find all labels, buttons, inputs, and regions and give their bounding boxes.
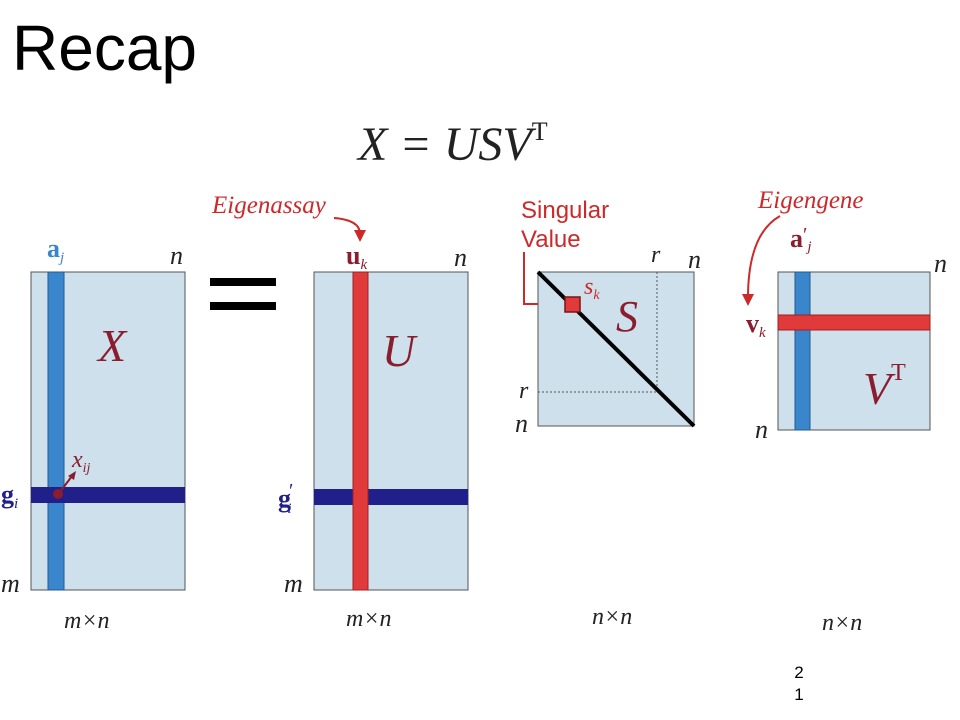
matrix-u-size: m×n <box>346 606 392 632</box>
matrix-vt-row-label: vk <box>746 309 766 341</box>
matrix-s-rank-top: r <box>651 242 661 268</box>
matrix-vt-callout-arrowhead <box>742 294 754 306</box>
matrix-s-dim-top: n <box>688 245 701 274</box>
matrix-vt-column-aj-prime <box>794 271 811 431</box>
matrix-u-col-label: uk <box>346 241 367 273</box>
matrix-s-element-label: sk <box>584 274 600 303</box>
matrix-u-row-label: g′i <box>278 480 293 517</box>
matrix-vt-callout: Eigengene <box>757 187 864 214</box>
page-number: 21 <box>794 663 804 704</box>
matrix-s-diagonal <box>536 270 696 428</box>
matrix-x-row-gi <box>31 487 185 503</box>
matrix-s-callout-line1: Singular <box>521 197 609 224</box>
matrix-x-dim-top: n <box>170 241 183 270</box>
matrix-vt-row-vk <box>777 314 931 331</box>
matrix-u-column-uk <box>352 271 369 591</box>
matrix-s: Singular Value sk S r n r n n×n <box>515 197 701 630</box>
matrix-x-col-label: aj <box>47 234 64 266</box>
matrix-vt-size: n×n <box>822 610 862 636</box>
matrix-x-column-aj <box>47 271 65 591</box>
matrix-vt: Eigengene VT a′j vk n n n×n <box>742 187 947 636</box>
equation-lhs: X = USV <box>356 118 536 171</box>
matrix-s-callout-line2: Value <box>521 226 581 253</box>
matrix-u-body <box>313 271 469 591</box>
matrix-x-element-arrow <box>59 475 73 493</box>
matrix-u-dim-side: m <box>284 569 303 598</box>
equals-sign <box>210 278 276 310</box>
matrix-x-element-label: xij <box>71 447 91 476</box>
matrix-x-row-label: gi <box>1 480 18 512</box>
matrix-x-dim-side: m <box>1 569 20 598</box>
matrix-vt-name: VT <box>863 360 906 414</box>
matrix-s-element-sk <box>564 296 581 313</box>
matrix-x-name: X <box>96 320 128 371</box>
matrix-s-rank-side: r <box>519 378 529 404</box>
slide-title: Recap <box>12 12 197 84</box>
matrix-u-dim-top: n <box>454 243 467 272</box>
matrix-u-callout-arrowhead <box>354 230 366 242</box>
matrix-x-element-arrowhead <box>68 471 76 480</box>
equation-sup: T <box>532 117 548 146</box>
matrix-u-callout: Eigenassay <box>211 192 327 219</box>
matrix-u: Eigenassay U uk g′i n m m×n <box>211 192 469 632</box>
matrix-s-name: S <box>616 292 638 341</box>
matrix-u-row-gi-prime <box>314 489 468 505</box>
matrix-x-size: m×n <box>64 608 110 634</box>
matrix-vt-dim-side: n <box>755 415 768 444</box>
equation: X = USVT <box>356 117 548 171</box>
matrix-s-size: n×n <box>592 604 632 630</box>
matrix-vt-col-label: a′j <box>790 224 812 255</box>
matrix-u-name: U <box>382 325 418 376</box>
matrix-x: X aj gi xij n m m×n <box>1 234 186 634</box>
matrix-vt-callout-arrow <box>747 215 781 299</box>
svd-diagram: X = USVT X aj gi xij n m m×n Eigenassay … <box>0 104 960 644</box>
matrix-s-dim-side: n <box>515 409 528 438</box>
matrix-vt-dim-top: n <box>934 249 947 278</box>
